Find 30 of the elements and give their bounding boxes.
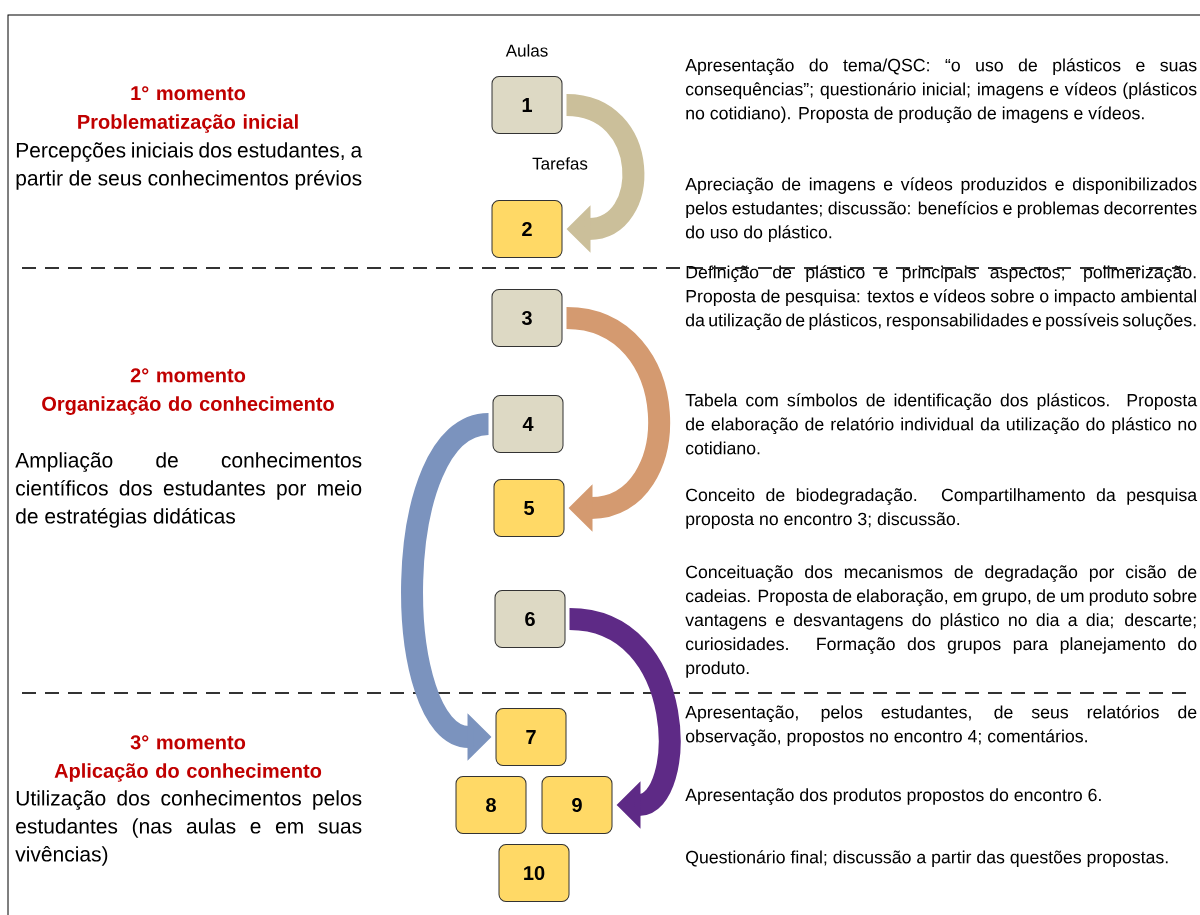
section-heading: 3° momento	[130, 735, 246, 750]
column-label: Aulas	[505, 44, 548, 57]
number-box: 7	[495, 708, 567, 766]
lesson-description: Apresentação dos produtos propostos do encontro 6.	[685, 788, 1101, 805]
number-box: 8	[455, 776, 527, 834]
lesson-description: Tabela com símbolos de identificação dos plásticos. Proposta de elaboração de relatório individual da utilização do plástico no cotidiano.	[685, 393, 1198, 455]
lesson-description: Definição de plástico e principais aspectos; polimerização. Proposta de pesquisa: textos e vídeos sobre o impacto ambiental da utilização de plásticos, responsabilidades e possíveis soluções.	[685, 265, 1196, 330]
section-description: Percepções iniciais dos estudantes, a partir de seus conhecimentos prévios	[16, 142, 363, 190]
lesson-description: Apresentação, pelos estudantes, de seus relatórios de observação, propostos no encontro 4; comentários.	[685, 705, 1197, 746]
number-box: 5	[493, 479, 565, 537]
number-box: 2	[491, 200, 563, 258]
number-box: 9	[541, 776, 613, 834]
number-box: 1	[491, 76, 563, 134]
number-box: 3	[491, 289, 563, 347]
section-description: Ampliação de conhecimentos científicos dos estudantes por meio de estratégias didáticas	[15, 452, 362, 528]
number-box: 6	[494, 590, 566, 648]
number-box: 4	[492, 395, 564, 453]
lesson-description: Questionário final; discussão a partir das questões propostas.	[686, 850, 1168, 867]
lesson-description: Conceituação dos mecanismos de degradação por cisão de cadeias. Proposta de elaboração, em grupo, de um produto sobre vantagens e desvantagens do plástico no dia a dia; descarte; curiosidades. Formação dos grupos para planejamento do produto.	[685, 565, 1197, 678]
section-description: Utilização dos conhecimentos pelos estudantes (nas aulas e em suas vivências)	[15, 790, 362, 866]
section-heading: 1° momento	[131, 86, 246, 101]
number-box: 10	[498, 844, 570, 902]
section-heading: Aplicação do conhecimento	[54, 763, 322, 782]
section-heading: Problematização inicial	[78, 114, 298, 133]
lesson-description: Apreciação de imagens e vídeos produzidos e disponibilizados pelos estudantes; discussão: benefícios e problemas decorrentes do uso do plástico.	[685, 177, 1197, 242]
lesson-description: Apresentação do tema/QSC: “o uso de plásticos e suas consequências”; questionário inicial; imagens e vídeos (plásticos no cotidiano). Proposta de produção de imagens e vídeos.	[685, 58, 1197, 123]
column-label: Tarefas	[532, 157, 588, 170]
section-heading: 2° momento	[130, 368, 246, 383]
section-heading: Organização do conhecimento	[42, 396, 334, 415]
lesson-description: Conceito de biodegradação. Compartilhamento da pesquisa proposta no encontro 3; discussão.	[686, 488, 1198, 529]
